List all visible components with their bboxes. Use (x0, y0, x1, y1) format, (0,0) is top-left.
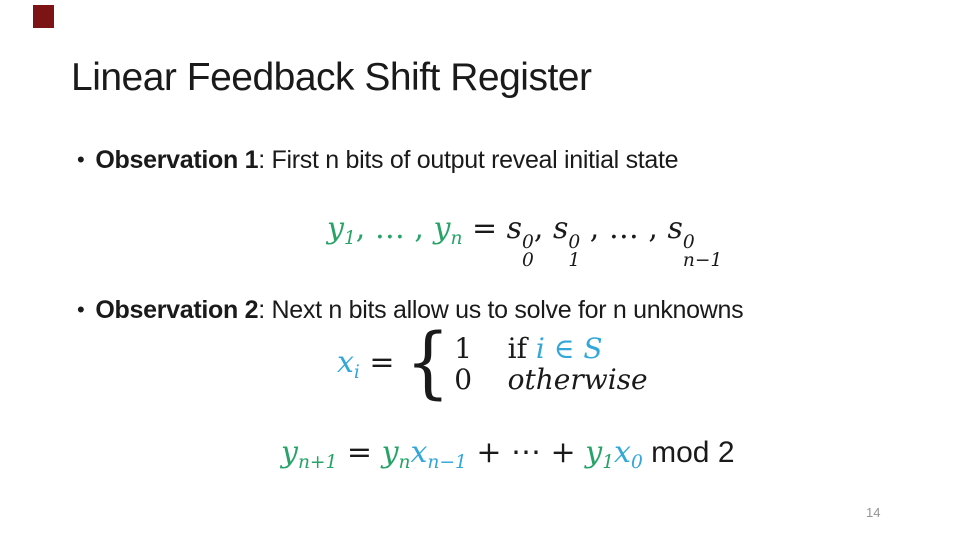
bullet-observation-2: • Observation 2: Next n bits allow us to… (77, 296, 744, 325)
bullet-label: Observation 2 (95, 296, 259, 324)
cases-brace: { (405, 318, 450, 408)
bullet-rest: : Next n bits allow us to solve for n un… (258, 296, 744, 324)
cases-rows: 1 if i ∈ S 0 otherwise (454, 331, 648, 396)
bullet-observation-1: • Observation 1: First n bits of output … (77, 146, 679, 175)
formula-cases: xi = { 1 if i ∈ S 0 otherwise (337, 318, 648, 408)
bullet-rest: : First n bits of output reveal initial … (258, 146, 679, 174)
cases-lhs: xi = (337, 344, 395, 383)
cases-row-2: 0 otherwise (454, 362, 648, 396)
formula-recurrence: yn+1 = ynxn−1 + ⋯ + y1x0 mod 2 (281, 435, 735, 473)
bullet-text: Observation 2: Next n bits allow us to s… (95, 296, 743, 325)
bullet-text: Observation 1: First n bits of output re… (95, 146, 678, 175)
bullet-icon: • (77, 147, 85, 172)
slide-accent-block (33, 5, 54, 28)
cases-row-1: 1 if i ∈ S (454, 331, 603, 365)
page-number: 14 (866, 505, 881, 520)
bullet-label: Observation 1 (95, 146, 259, 174)
slide-title: Linear Feedback Shift Register (71, 56, 592, 99)
bullet-icon: • (77, 297, 85, 322)
